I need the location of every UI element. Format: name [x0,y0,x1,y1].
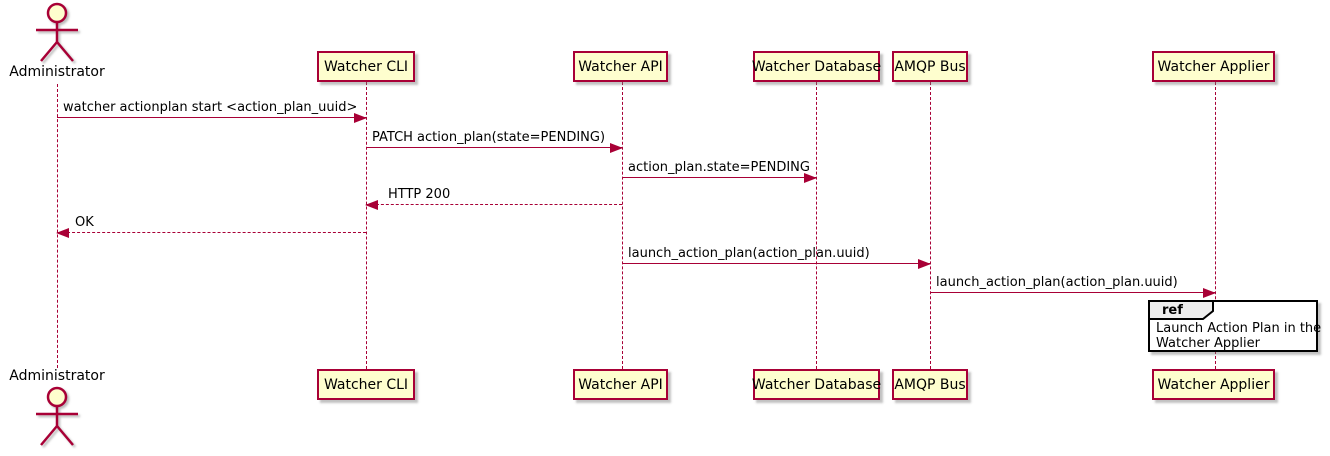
message-action-plan-state: action_plan.state=PENDING [622,160,817,183]
participant-label: Watcher Applier [1157,58,1270,75]
participant-label: Watcher CLI [323,58,409,75]
ref-text-line: Watcher Applier [1156,336,1260,351]
lifeline-administrator [57,84,58,368]
ref-keyword: ref [1162,303,1183,318]
participant-watcher-api-bottom: Watcher API [573,369,668,400]
participant-watcher-cli-top: Watcher CLI [317,51,415,82]
message-actionplan-start: watcher actionplan start <action_plan_uu… [57,100,367,123]
lifeline-amqp-bus [930,82,931,369]
ref-fragment: ref Launch Action Plan in the Watcher Ap… [1148,300,1321,352]
ref-text: Launch Action Plan in the Watcher Applie… [1156,321,1321,351]
lifeline-watcher-applier [1215,82,1216,369]
ref-tab-icon [1148,300,1214,320]
participant-label: Watcher API [578,376,663,393]
arrowhead-right-icon [804,173,817,183]
arrowhead-right-icon [918,259,931,269]
participant-watcher-database-top: Watcher Database [751,51,882,82]
message-label: PATCH action_plan(state=PENDING) [372,130,606,145]
participant-label: AMQP Bus [894,58,966,75]
message-launch-action-plan-bus: launch_action_plan(action_plan.uuid) [930,275,1216,298]
participant-label: Watcher Applier [1157,376,1270,393]
actor-administrator-icon [36,2,78,62]
message-label: HTTP 200 [388,187,451,202]
message-arrow [365,200,622,210]
actor-administrator-label-bottom: Administrator [9,368,105,384]
actor-administrator-icon-bottom [36,386,78,446]
actor-administrator-label-top: Administrator [9,64,105,80]
message-arrow [930,288,1216,298]
message-label: launch_action_plan(action_plan.uuid) [628,246,870,261]
lifeline-watcher-api [622,82,623,369]
participant-amqp-bus-top: AMQP Bus [892,51,968,82]
arrowhead-right-icon [1203,288,1216,298]
message-patch-action-plan: PATCH action_plan(state=PENDING) [366,130,623,153]
participant-watcher-database-bottom: Watcher Database [751,369,882,400]
arrowhead-right-icon [354,113,367,123]
message-label: launch_action_plan(action_plan.uuid) [936,275,1178,290]
participant-label: Watcher Database [751,376,882,393]
message-label: watcher actionplan start <action_plan_uu… [63,100,358,115]
message-arrow [622,259,931,269]
lifeline-watcher-database [816,82,817,369]
message-arrow [56,228,366,238]
message-arrow [57,113,367,123]
participant-amqp-bus-bottom: AMQP Bus [892,369,968,400]
ref-text-line: Launch Action Plan in the [1156,321,1322,336]
lifeline-watcher-cli [366,82,367,369]
participant-label: AMQP Bus [894,376,966,393]
message-arrow [622,173,817,183]
message-ok: OK [56,215,366,238]
participant-watcher-cli-bottom: Watcher CLI [317,369,415,400]
participant-watcher-applier-top: Watcher Applier [1152,51,1275,82]
arrowhead-left-icon [56,228,69,238]
participant-label: Watcher API [578,58,663,75]
message-label: OK [75,215,94,230]
participant-watcher-api-top: Watcher API [573,51,668,82]
arrowhead-right-icon [610,143,623,153]
message-launch-action-plan-api: launch_action_plan(action_plan.uuid) [622,246,931,269]
participant-label: Watcher Database [751,58,882,75]
arrowhead-left-icon [365,200,378,210]
message-label: action_plan.state=PENDING [628,160,810,175]
message-arrow [366,143,623,153]
message-http-200: HTTP 200 [365,187,622,210]
participant-label: Watcher CLI [323,376,409,393]
participant-watcher-applier-bottom: Watcher Applier [1152,369,1275,400]
